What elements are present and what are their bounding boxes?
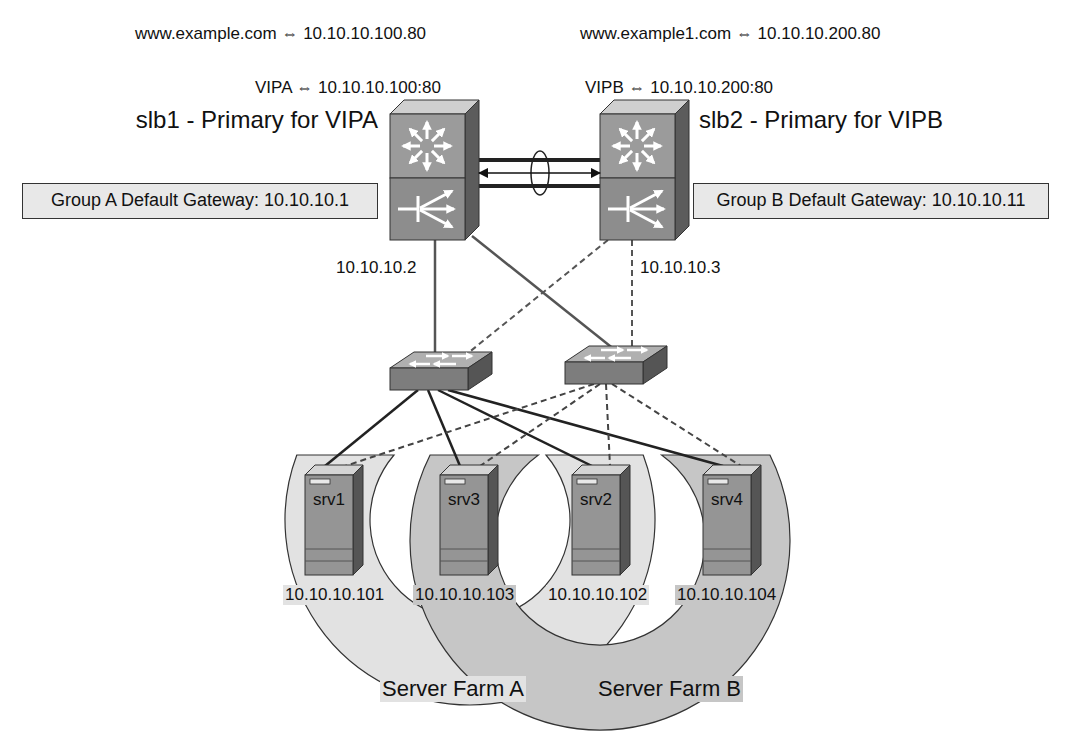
ip-address: 10.10.10.103 bbox=[413, 585, 516, 605]
server-symbol bbox=[572, 465, 630, 575]
farm-label: Server Farm B bbox=[596, 676, 743, 702]
ip-address: 10.10.10.102 bbox=[546, 585, 649, 605]
vip-mapping: VIPA ⇔ 10.10.10.100:80 bbox=[255, 78, 441, 98]
vip-mapping: VIPB ⇔ 10.10.10.200:80 bbox=[585, 78, 773, 98]
server-node: srv1 bbox=[305, 475, 353, 575]
gateway-text: Group A Default Gateway: 10.10.10.1 bbox=[51, 190, 349, 212]
trunk-arrow bbox=[479, 172, 600, 174]
standby-link-line bbox=[462, 240, 608, 358]
link-line bbox=[325, 390, 723, 466]
link-line bbox=[434, 240, 437, 360]
gateway-box: Group B Default Gateway: 10.10.10.11 bbox=[693, 183, 1049, 219]
load-balancer-node: slb2 - Primary for VIPB bbox=[600, 100, 689, 240]
server-node: srv4 bbox=[703, 475, 751, 575]
server-name: srv4 bbox=[711, 490, 743, 510]
load-balancer-node: slb1 - Primary for VIPA bbox=[390, 100, 479, 240]
switch-symbol bbox=[565, 346, 667, 384]
device-title: slb1 - Primary for VIPA bbox=[136, 106, 378, 135]
server-name: srv3 bbox=[448, 490, 480, 510]
device-title: slb2 - Primary for VIPB bbox=[699, 106, 943, 135]
ip-address: 10.10.10.3 bbox=[640, 258, 720, 278]
switch-symbol bbox=[390, 352, 492, 390]
farm-label: Server Farm A bbox=[380, 676, 526, 702]
gateway-box: Group A Default Gateway: 10.10.10.1 bbox=[22, 183, 378, 219]
server-node: srv2 bbox=[572, 475, 620, 575]
load-balancer-symbol bbox=[390, 100, 479, 240]
standby-link-line bbox=[631, 240, 633, 350]
server-node: srv3 bbox=[440, 475, 488, 575]
ip-address: 10.10.10.101 bbox=[283, 585, 386, 605]
gateway-text: Group B Default Gateway: 10.10.10.11 bbox=[717, 190, 1026, 212]
server-symbol bbox=[703, 465, 761, 575]
ip-address: 10.10.10.2 bbox=[336, 258, 416, 278]
load-balancer-symbol bbox=[600, 100, 689, 240]
hostname-mapping: www.example1.com ⇔ 10.10.10.200.80 bbox=[580, 24, 881, 44]
hostname-mapping: www.example.com ⇔ 10.10.10.100.80 bbox=[135, 24, 426, 44]
ip-address: 10.10.10.104 bbox=[675, 585, 778, 605]
server-symbol bbox=[305, 465, 363, 575]
trunk-line bbox=[479, 184, 600, 188]
server-name: srv2 bbox=[580, 490, 612, 510]
server-name: srv1 bbox=[313, 490, 345, 510]
standby-link-line bbox=[345, 384, 741, 466]
server-symbol bbox=[440, 465, 498, 575]
trunk-line bbox=[479, 158, 600, 162]
